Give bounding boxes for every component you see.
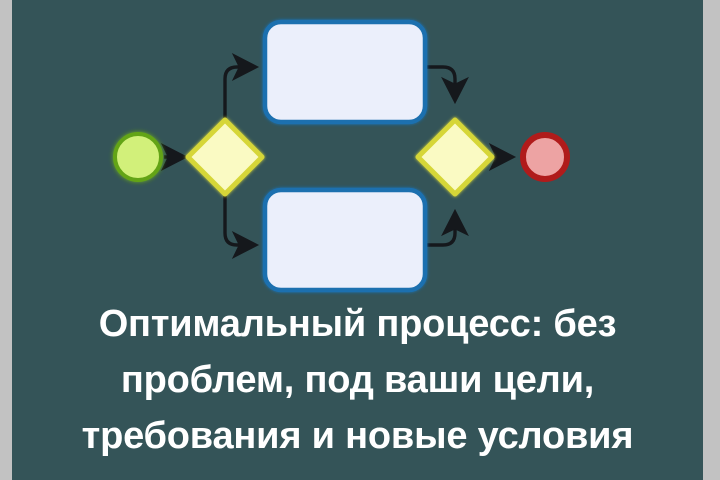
- merge-gateway-node: [415, 117, 495, 197]
- edge-split-to-task-bottom: [223, 196, 260, 259]
- task-node-bottom: [262, 187, 428, 293]
- caption-line-2: проблем, под ваши цели,: [120, 359, 595, 401]
- caption-line-1: Оптимальный процесс: без: [98, 303, 617, 345]
- caption-line-3: требования и новые условия: [81, 415, 634, 457]
- split-gateway-node: [185, 117, 265, 197]
- caption-block: Оптимальный процесс: без проблем, под ва…: [12, 296, 703, 464]
- end-event-node: [520, 132, 570, 182]
- left-frame-band: [0, 0, 12, 480]
- right-frame-band: [703, 0, 720, 480]
- task-node-top: [262, 19, 428, 125]
- start-event-node: [113, 132, 163, 182]
- edge-task-bottom-to-merge: [425, 208, 469, 247]
- edge-split-to-task-top: [223, 53, 260, 118]
- content-stage: Оптимальный процесс: без проблем, под ва…: [12, 0, 703, 480]
- edge-task-top-to-merge: [425, 65, 469, 105]
- process-flow-diagram: [113, 19, 570, 293]
